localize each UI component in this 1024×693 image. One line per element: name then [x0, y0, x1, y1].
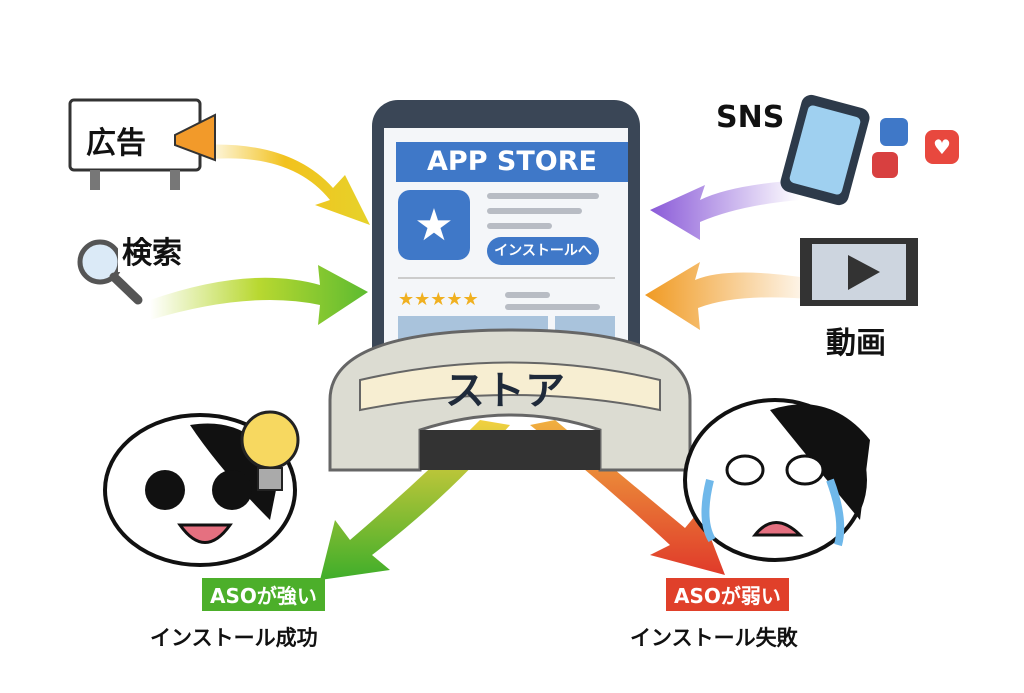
store-gate [328, 328, 692, 472]
aso-weak-badge: ASOが弱い [666, 578, 789, 611]
arrow-ad [200, 144, 370, 225]
install-success-label: インストール成功 [150, 626, 318, 650]
source-label-ad: 広告 [82, 118, 150, 162]
sns-phone-icon: ♥ [780, 94, 959, 206]
arrow-video [645, 262, 820, 330]
svg-text:★: ★ [414, 200, 453, 251]
source-label-video: 動画 [822, 318, 890, 362]
arrow-sns [650, 180, 800, 240]
source-label-search: 検索 [118, 228, 186, 272]
aso-strong-badge: ASOが強い [202, 578, 325, 611]
happy-cat-icon [103, 410, 300, 567]
rating-stars: ★★★★★ [398, 289, 479, 310]
source-label-sns: SNS [712, 100, 789, 135]
gate-label: ストア [445, 368, 565, 414]
install-failure-label: インストール失敗 [630, 626, 798, 650]
svg-text:♥: ♥ [933, 135, 951, 159]
app-store-title: APP STORE [396, 142, 628, 182]
video-icon [800, 238, 918, 306]
crying-cat-icon [683, 398, 870, 562]
install-button: インストールへ [487, 237, 599, 265]
arrow-search [150, 265, 368, 325]
